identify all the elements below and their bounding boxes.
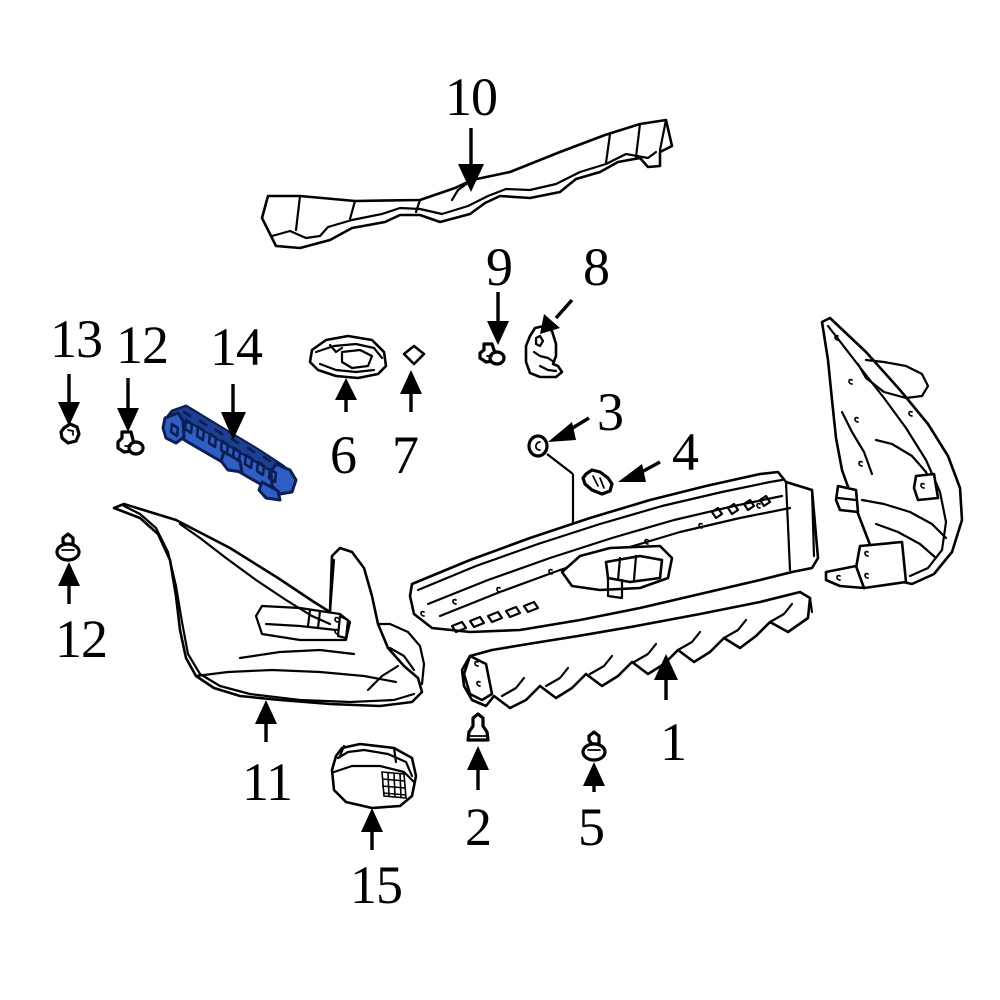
arrow-to-part-6 [335,378,357,412]
callout-label-3[interactable]: 3 [597,382,624,442]
arrow-to-part-13 [58,374,80,426]
part-15-corner-mudguard[interactable] [330,742,418,810]
part-11-bumper-cover[interactable] [112,502,426,708]
arrow-to-part-9 [487,292,509,345]
part-1-energy-absorber-assembly[interactable] [408,470,820,710]
part-12-bolt-upper[interactable] [116,430,145,456]
arrow-to-part-12-lower [58,562,80,604]
part-10-reinforcement-beam[interactable] [260,118,674,250]
leader-part-3 [546,453,574,475]
part-rear-wheelhouse-splash-shield[interactable] [820,316,964,590]
arrow-to-part-1 [654,654,678,700]
part-5-push-pin-clip[interactable] [581,730,607,762]
callout-label-6[interactable]: 6 [330,425,357,485]
arrow-to-part-12-upper [117,378,139,432]
arrow-to-part-3 [548,416,590,442]
callout-label-7[interactable]: 7 [392,425,419,485]
callout-label-15[interactable]: 15 [350,855,403,915]
callout-label-8[interactable]: 8 [583,237,610,297]
arrow-to-part-4 [618,460,661,482]
arrow-to-part-8 [540,298,574,334]
callout-label-1[interactable]: 1 [660,712,687,772]
arrow-to-part-7 [400,370,422,412]
callout-label-10[interactable]: 10 [445,67,498,127]
part-4-flange-bolt[interactable] [581,468,614,496]
part-13-nut-grommet[interactable] [59,422,81,445]
callout-label-5[interactable]: 5 [578,797,605,857]
part-3-grommet-washer[interactable] [527,434,549,458]
part-14-bumper-retainer-bracket[interactable] [161,404,298,502]
part-2-retainer-clip[interactable] [466,712,490,742]
arrow-to-part-15 [361,808,383,850]
arrow-to-part-14 [221,384,246,440]
part-12-push-pin-clip-lower[interactable] [55,532,81,562]
arrow-to-part-11 [255,700,277,742]
arrow-to-part-2 [467,746,489,790]
callout-label-4[interactable]: 4 [672,422,699,482]
part-9-hex-bolt[interactable] [478,342,506,366]
arrow-to-part-10 [458,128,484,192]
callout-label-13[interactable]: 13 [50,309,103,369]
part-8-stay-bracket[interactable] [524,324,564,379]
part-6-side-bracket[interactable] [308,334,388,380]
callout-label-9[interactable]: 9 [486,237,513,297]
part-7-diamond-clip[interactable] [402,344,426,366]
arrow-to-part-5 [583,762,605,792]
callout-label-2[interactable]: 2 [465,797,492,857]
callout-label-14[interactable]: 14 [210,317,263,377]
callout-label-12-upper[interactable]: 12 [116,315,169,375]
callout-label-12-lower[interactable]: 12 [55,609,108,669]
callout-label-11[interactable]: 11 [242,752,293,812]
mesh-grille-pattern [381,771,407,799]
